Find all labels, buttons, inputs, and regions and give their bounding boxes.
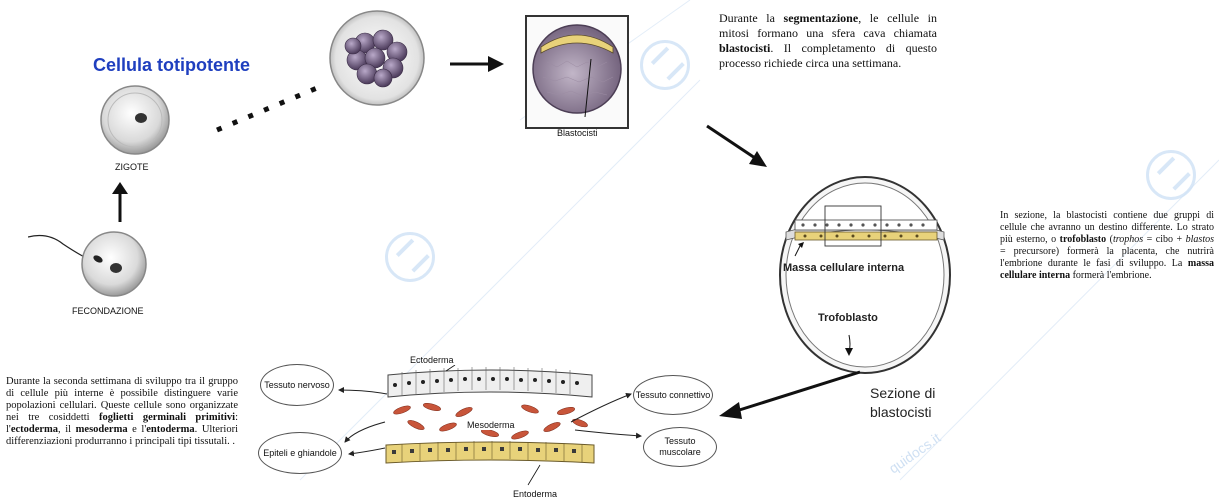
paragraph-segment: Durante la xyxy=(719,11,784,25)
arrow-down-right-icon xyxy=(703,122,771,170)
germ-layers-paragraph: Durante la seconda settimana di sviluppo… xyxy=(6,376,238,448)
paragraph-segment: blastos xyxy=(1186,234,1214,245)
inner-cell-mass-label: Massa cellulare interna xyxy=(783,262,904,274)
arrow-up-icon xyxy=(100,180,140,225)
paragraph-segment: , il xyxy=(58,424,76,435)
totipotent-cell-title: Cellula totipotente xyxy=(93,55,250,76)
paragraph-segment: ( xyxy=(1106,234,1113,245)
paragraph-segment: = cibo + xyxy=(1143,234,1185,245)
section-paragraph: In sezione, la blastocisti contiene due … xyxy=(1000,210,1214,282)
fertilization-illustration xyxy=(28,222,158,302)
section-caption: Sezione di blastocisti xyxy=(870,384,935,422)
paragraph-segment: mesoderma xyxy=(76,424,128,435)
paragraph-segment: entoderma xyxy=(146,424,194,435)
morula-illustration xyxy=(327,8,427,108)
trophoblast-label: Trofoblasto xyxy=(818,312,878,324)
paragraph-segment: ectoderma xyxy=(11,424,58,435)
paragraph-segment: segmentazione xyxy=(784,11,859,25)
paragraph-segment: e l' xyxy=(128,424,147,435)
blastocyst-label: Blastocisti xyxy=(557,128,598,138)
section-caption-line2: blastocisti xyxy=(870,403,935,422)
endoderm-label: Entoderma xyxy=(513,489,557,499)
dotted-connector xyxy=(212,78,322,138)
paragraph-segment: = precursore) formerà la placenta, che n… xyxy=(1000,246,1214,269)
blastocyst-illustration xyxy=(527,17,627,127)
arrow-right-icon xyxy=(448,52,506,76)
section-caption-line1: Sezione di xyxy=(870,384,935,403)
zygote-label: ZIGOTE xyxy=(115,162,149,172)
paragraph-segment: formerà l'embrione. xyxy=(1070,270,1152,281)
ectoderm-label: Ectoderma xyxy=(410,355,454,365)
paragraph-segment: trophos xyxy=(1113,234,1143,245)
blastocyst-section-illustration xyxy=(773,170,963,380)
nervous-tissue-label: Tessuto nervoso xyxy=(264,380,330,391)
fertilization-label: FECONDAZIONE xyxy=(72,306,144,316)
paragraph-segment: trofoblasto xyxy=(1060,234,1106,245)
differentiation-arrows xyxy=(325,370,655,460)
segmentation-paragraph: Durante la segmentazione, le cellule in … xyxy=(719,11,937,71)
nervous-tissue-oval: Tessuto nervoso xyxy=(260,364,334,406)
paragraph-segment: blastocisti xyxy=(719,41,770,55)
zygote-illustration xyxy=(95,82,175,162)
paragraph-segment: foglietti germinali primitivi xyxy=(99,412,235,423)
arrow-down-left-icon xyxy=(715,368,865,420)
